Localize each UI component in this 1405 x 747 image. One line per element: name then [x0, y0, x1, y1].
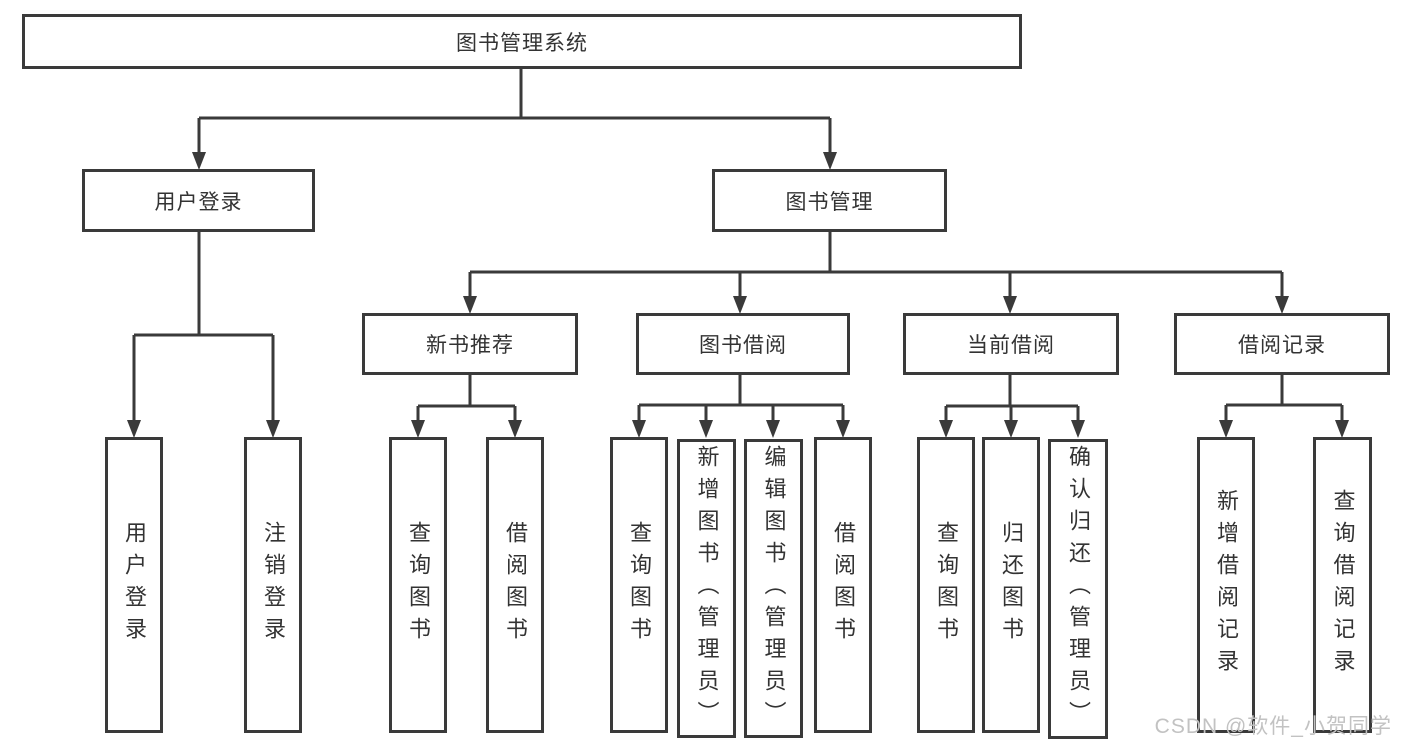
connector-root — [192, 69, 837, 170]
arrowhead — [823, 152, 837, 170]
connector-line — [468, 232, 1284, 298]
connector-current-borrow — [939, 375, 1085, 438]
node-label: 借阅记录 — [1238, 334, 1326, 357]
connector-line — [637, 375, 845, 423]
connector-line — [132, 232, 275, 422]
node-root: 图书管理系统 — [22, 14, 1022, 69]
node-label: 新增图书（管理员） — [694, 444, 720, 733]
leaf-edit-books-admin: 编辑图书（管理员） — [744, 439, 803, 738]
arrowhead — [266, 420, 280, 438]
leaf-borrow-books-recommend: 借阅图书 — [486, 437, 544, 733]
node-label: 查询借阅记录 — [1330, 489, 1356, 681]
arrowhead — [192, 152, 206, 170]
connector-line — [1224, 375, 1344, 423]
leaf-query-books-recommend: 查询图书 — [389, 437, 447, 733]
arrowhead — [1275, 296, 1289, 314]
node-label: 图书管理 — [785, 190, 874, 214]
connector-user-login — [127, 232, 280, 438]
node-label: 用户登录 — [154, 190, 243, 214]
node-label: 确认归还（管理员） — [1066, 445, 1091, 733]
node-label: 查询图书 — [627, 521, 652, 649]
connector-new-book-recommend — [411, 375, 522, 438]
arrowhead — [699, 420, 713, 438]
arrowhead — [1335, 420, 1349, 438]
node-label: 注销登录 — [261, 521, 286, 649]
leaf-confirm-return-admin: 确认归还（管理员） — [1048, 439, 1108, 739]
leaf-query-books-borrow: 查询图书 — [610, 437, 668, 733]
node-label: 借阅图书 — [503, 521, 528, 649]
leaf-query-books-current: 查询图书 — [917, 437, 975, 733]
node-label: 新增借阅记录 — [1214, 489, 1239, 681]
node-label: 借阅图书 — [831, 521, 856, 649]
connector-borrow-records — [1219, 375, 1349, 438]
node-book-borrow: 图书借阅 — [636, 313, 850, 375]
leaf-borrow-books: 借阅图书 — [814, 437, 872, 733]
node-label: 编辑图书（管理员） — [761, 444, 787, 733]
leaf-add-borrow-record: 新增借阅记录 — [1197, 437, 1255, 733]
leaf-add-books-admin: 新增图书（管理员） — [677, 439, 736, 738]
arrowhead — [1071, 420, 1085, 438]
node-label: 图书管理系统 — [456, 31, 588, 55]
arrowhead — [127, 420, 141, 438]
connector-line — [416, 375, 517, 423]
node-label: 查询图书 — [406, 521, 431, 649]
node-label: 归还图书 — [999, 521, 1024, 649]
node-new-book-recommend: 新书推荐 — [362, 313, 578, 375]
arrowhead — [1003, 296, 1017, 314]
leaf-query-borrow-record: 查询借阅记录 — [1313, 437, 1372, 733]
node-borrow-records: 借阅记录 — [1174, 313, 1390, 375]
leaf-logout: 注销登录 — [244, 437, 302, 733]
arrowhead — [766, 420, 780, 438]
connector-book-borrow — [632, 375, 850, 438]
arrowhead — [939, 420, 953, 438]
arrowhead — [508, 420, 522, 438]
node-label: 当前借阅 — [967, 334, 1055, 357]
node-label: 查询图书 — [934, 521, 959, 649]
node-book-management: 图书管理 — [712, 169, 947, 232]
arrowhead — [411, 420, 425, 438]
connector-book-management — [463, 232, 1289, 314]
connector-line — [944, 375, 1080, 423]
node-label: 图书借阅 — [699, 334, 787, 357]
node-current-borrow: 当前借阅 — [903, 313, 1119, 375]
node-label: 新书推荐 — [426, 334, 514, 357]
leaf-return-books: 归还图书 — [982, 437, 1040, 733]
watermark: CSDN @软件_小贺同学 — [1154, 715, 1392, 738]
leaf-user-login: 用户登录 — [105, 437, 163, 733]
arrowhead — [1004, 420, 1018, 438]
arrowhead — [463, 296, 477, 314]
arrowhead — [733, 296, 747, 314]
connector-line — [197, 69, 832, 154]
arrowhead — [632, 420, 646, 438]
node-user-login: 用户登录 — [82, 169, 315, 232]
arrowhead — [836, 420, 850, 438]
node-label: 用户登录 — [122, 521, 147, 649]
arrowhead — [1219, 420, 1233, 438]
